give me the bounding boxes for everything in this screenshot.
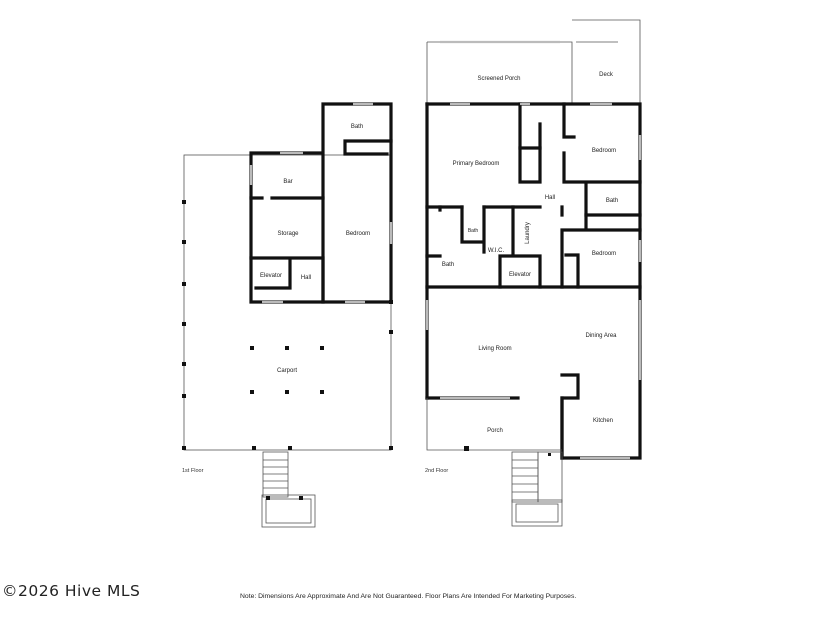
room-label-living-room: Living Room [478,346,511,352]
room-label-primary-bedroom: Primary Bedroom [453,161,500,167]
disclaimer-note: Note: Dimensions Are Approximate And Are… [240,593,577,600]
first-floor-stairs [261,451,316,528]
room-label-bedroom: Bedroom [346,231,370,237]
room-label-porch: Porch [487,428,503,434]
room-label-hall: Hall [545,195,555,201]
room-label-screened-porch: Screened Porch [477,76,520,82]
room-label-elevator: Elevator [509,272,531,278]
room-label-deck: Deck [599,72,614,78]
floor-label-first: 1st Floor [182,468,204,474]
copyright-watermark: ©2026 Hive MLS [2,582,141,600]
room-label-bath-left: Bath [442,262,454,268]
room-label-bath: Bath [351,124,363,130]
room-label-bath-small: Bath [468,228,479,234]
room-label-bedroom-top: Bedroom [592,148,616,154]
first-floor-plan: Bath Bar Storage Bedroom Elevator Hall C… [182,102,393,528]
room-label-bath-right: Bath [606,198,618,204]
room-label-storage: Storage [277,231,299,237]
room-label-laundry: Laundry [525,222,531,244]
room-label-carport: Carport [277,368,297,374]
second-floor-plan: Screened Porch Deck Primary Bedroom Bedr… [425,19,642,527]
second-floor-stairs [511,451,563,527]
room-label-bar: Bar [283,179,292,185]
floor-label-second: 2nd Floor [425,468,448,474]
room-label-kitchen: Kitchen [593,418,613,424]
room-label-elevator: Elevator [260,273,282,279]
room-label-bedroom-mid: Bedroom [592,251,616,257]
carport-posts [182,200,393,450]
room-label-dining-area: Dining Area [585,333,617,339]
room-label-hall: Hall [301,275,311,281]
room-label-wic: W.I.C. [488,248,505,254]
